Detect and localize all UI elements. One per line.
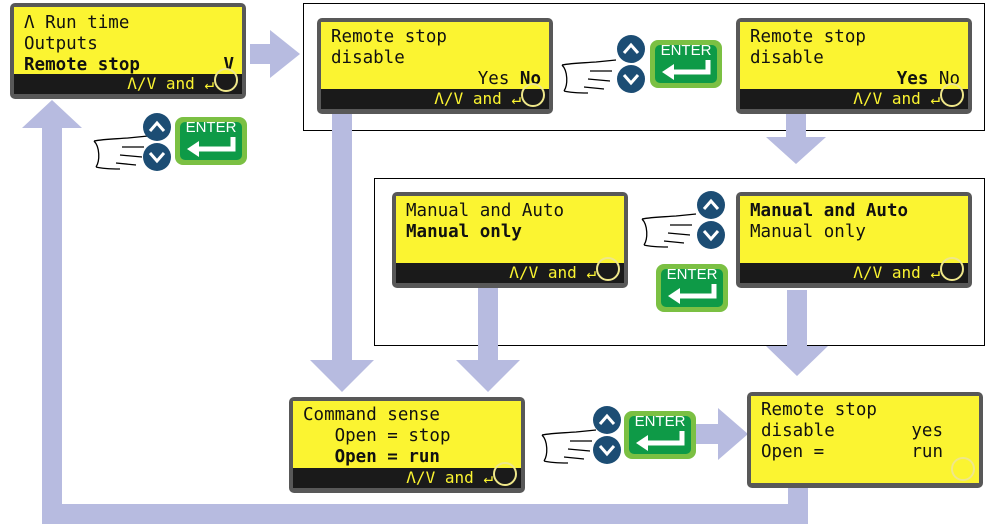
down-button-icon	[143, 143, 171, 171]
down-button-icon	[593, 436, 621, 464]
up-down-buttons[interactable]	[696, 190, 726, 250]
up-down-buttons[interactable]	[142, 112, 172, 172]
arrow-command-to-summary	[718, 408, 748, 460]
up-down-buttons[interactable]	[616, 34, 646, 94]
option-yes-selected[interactable]: Yes	[896, 69, 929, 89]
option-open-stop[interactable]: Open = stop	[303, 426, 451, 446]
lcd-command-sense: Command sense Open = stop Open = run Λ/V…	[289, 397, 525, 493]
option-manual-and-auto[interactable]: Manual and Auto	[406, 201, 565, 221]
option-open-run-selected[interactable]: Open = run	[303, 447, 440, 467]
pointing-hand-icon	[561, 59, 617, 94]
summary-open-row: Open =run	[761, 442, 943, 462]
enter-arrow-icon	[668, 284, 717, 304]
status-ring-icon	[521, 83, 545, 107]
status-ring-icon	[940, 83, 964, 107]
arrow-disable-to-command	[310, 360, 374, 392]
screen-title: Remote stop	[331, 27, 447, 47]
enter-label: ENTER	[185, 119, 237, 136]
screen-subtitle: disable	[750, 48, 824, 68]
pointing-hand-icon	[541, 429, 597, 464]
up-down-buttons[interactable]	[592, 405, 622, 465]
nav-hint-bar: Λ/V and ↵	[740, 89, 968, 109]
status-ring-icon	[214, 68, 238, 92]
status-ring-icon	[493, 462, 517, 486]
nav-hint-bar: Λ/V and ↵	[740, 263, 968, 283]
arrow-main-to-disable	[250, 44, 272, 64]
enter-button[interactable]: ENTER	[656, 264, 728, 312]
screen-title: Remote stop	[750, 27, 866, 47]
status-ring-icon	[596, 257, 620, 281]
down-button-icon	[697, 221, 725, 249]
arrow-disable-to-mode	[766, 137, 826, 164]
screen-subtitle: disable	[331, 48, 405, 68]
nav-hint-bar: Λ/V and ↵	[14, 74, 242, 94]
option-manual-only-selected[interactable]: Manual only	[406, 222, 522, 242]
lcd-mode-manual-only: Manual and Auto Manual only Λ/V and ↵	[392, 192, 628, 288]
pointing-hand-icon	[93, 135, 149, 170]
status-ring-icon	[940, 257, 964, 281]
lcd-remote-disable-no: Remote stop disable Yes No Λ/V and ↵	[317, 18, 553, 114]
menu-line-outputs[interactable]: Outputs	[24, 34, 98, 54]
up-button-icon	[617, 35, 645, 63]
option-manual-and-auto-selected[interactable]: Manual and Auto	[750, 201, 909, 221]
status-ring-icon	[951, 457, 975, 481]
up-button-icon	[593, 406, 621, 434]
enter-arrow-icon	[187, 137, 236, 157]
enter-label: ENTER	[634, 413, 686, 430]
nav-hint-bar: Λ/V and ↵	[321, 89, 549, 109]
pointing-hand-icon	[641, 213, 697, 248]
menu-line-run-time[interactable]: Λ Run time	[24, 13, 130, 33]
lcd-remote-disable-yes: Remote stop disable Yes No Λ/V and ↵	[736, 18, 972, 114]
enter-label: ENTER	[666, 266, 718, 283]
enter-arrow-icon	[636, 431, 685, 451]
arrow-mode-to-summary	[766, 346, 828, 376]
enter-button[interactable]: ENTER	[175, 117, 247, 165]
nav-hint-bar: Λ/V and ↵	[293, 468, 521, 488]
option-manual-only[interactable]: Manual only	[750, 222, 866, 242]
lcd-mode-manual-auto: Manual and Auto Manual only Λ/V and ↵	[736, 192, 972, 288]
enter-arrow-icon	[662, 60, 711, 80]
arrow-manual-to-command	[456, 360, 520, 392]
up-button-icon	[697, 191, 725, 219]
enter-button[interactable]: ENTER	[650, 40, 722, 88]
enter-button[interactable]: ENTER	[624, 411, 696, 459]
scroll-down-indicator: V	[223, 55, 234, 75]
summary-title: Remote stop	[761, 400, 877, 420]
option-yes[interactable]: Yes	[477, 69, 510, 89]
enter-label: ENTER	[660, 42, 712, 59]
down-button-icon	[617, 65, 645, 93]
screen-title: Command sense	[303, 405, 440, 425]
arrow-return-to-main	[22, 100, 82, 128]
nav-hint-bar: Λ/V and ↵	[396, 263, 624, 283]
up-button-icon	[143, 113, 171, 141]
